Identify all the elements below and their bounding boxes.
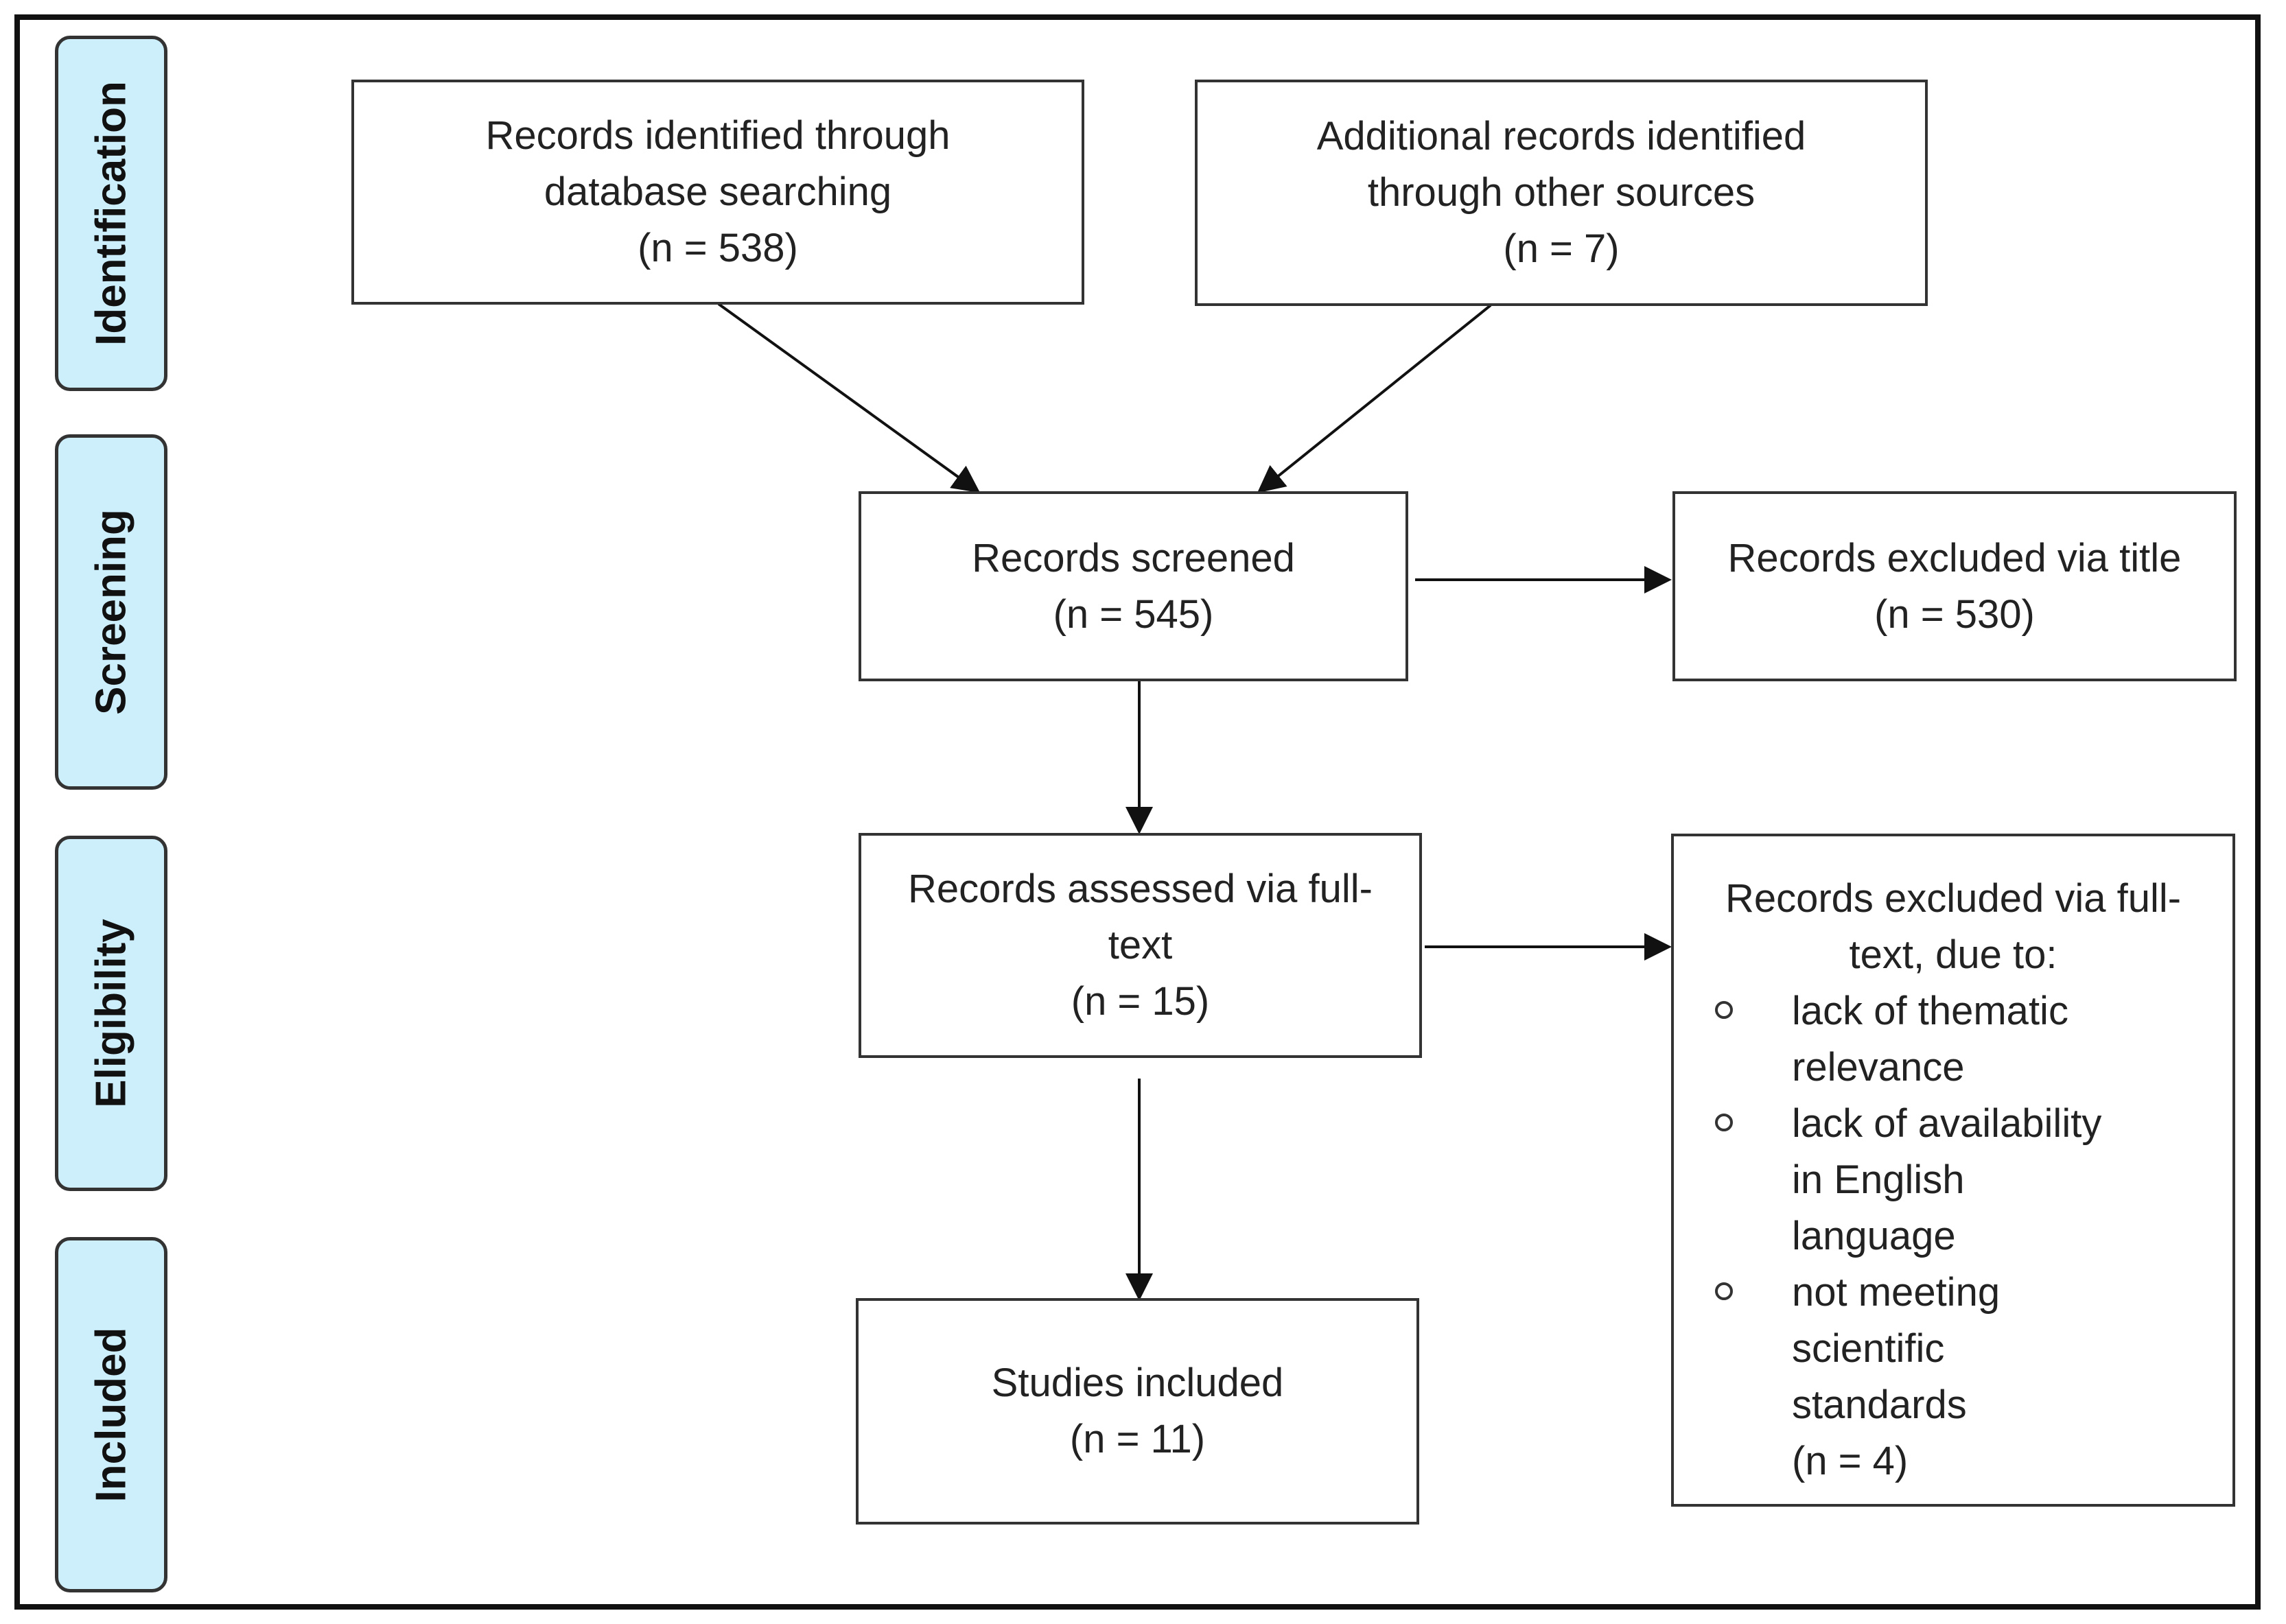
box-records-screened: Records screened (n = 545) [859, 491, 1408, 681]
database-count: (n = 538) [638, 226, 798, 270]
screened-line1: Records screened [972, 535, 1295, 580]
reason-item: not meeting scientific standards [1715, 1264, 2101, 1433]
other-sources-count: (n = 7) [1503, 226, 1620, 271]
reason-text: language [1792, 1214, 1956, 1258]
database-line2: database searching [544, 169, 892, 214]
included-line1: Studies included [991, 1361, 1284, 1405]
box-excluded-title: Records excluded via title (n = 530) [1672, 491, 2237, 681]
hollow-circle-bullet-icon [1715, 1282, 1733, 1300]
assessed-count: (n = 15) [1071, 979, 1210, 1024]
database-line1: Records identified through [485, 113, 950, 158]
hollow-circle-bullet-icon [1715, 1114, 1733, 1131]
exclusion-reasons-list: lack of thematic relevance lack of avail… [1715, 983, 2101, 1490]
other-sources-line2: through other sources [1367, 170, 1756, 215]
stage-identification: Identification [55, 36, 167, 391]
reason-text: lack of thematic [1792, 989, 2068, 1033]
box-other-sources: Additional records identified through ot… [1195, 80, 1928, 306]
other-sources-line1: Additional records identified [1316, 114, 1806, 158]
reason-text: standards [1792, 1382, 1967, 1427]
arrow-database-to-screened [717, 303, 981, 493]
excluded-title-line1: Records excluded via title [1727, 535, 2182, 580]
reason-text: in English [1792, 1157, 1965, 1202]
screened-count: (n = 545) [1053, 591, 1214, 637]
included-count: (n = 11) [1069, 1417, 1206, 1461]
assessed-line2: text [1108, 923, 1173, 967]
box-excluded-fulltext: Records excluded via full- text, due to:… [1671, 834, 2235, 1507]
hollow-circle-bullet-icon [1715, 1001, 1733, 1019]
reason-count-item: (n = 4) [1715, 1433, 2101, 1490]
excluded-fulltext-count: (n = 4) [1792, 1439, 1909, 1483]
reason-text: lack of availability [1792, 1101, 2102, 1146]
excluded-fulltext-line2: text, due to: [1849, 932, 2057, 977]
arrow-other-to-screened [1257, 304, 1492, 493]
reason-text: scientific [1792, 1326, 1945, 1371]
reason-text: not meeting [1792, 1270, 2001, 1315]
reason-item: lack of availability in English language [1715, 1096, 2101, 1264]
stage-eligibility: Eligibility [55, 836, 167, 1191]
reason-item: lack of thematic relevance [1715, 983, 2101, 1096]
excluded-title-count: (n = 530) [1874, 591, 2035, 637]
assessed-line1: Records assessed via full- [908, 867, 1373, 911]
excluded-fulltext-line1: Records excluded via full- [1725, 876, 2182, 921]
box-records-assessed: Records assessed via full- text (n = 15) [859, 833, 1422, 1058]
box-studies-included: Studies included (n = 11) [856, 1298, 1419, 1525]
box-database-searching: Records identified through database sear… [351, 80, 1084, 305]
diagram-frame [14, 14, 2261, 1610]
stage-included: Included [55, 1237, 167, 1592]
reason-text: relevance [1792, 1045, 1965, 1090]
stage-screening: Screening [55, 434, 167, 790]
